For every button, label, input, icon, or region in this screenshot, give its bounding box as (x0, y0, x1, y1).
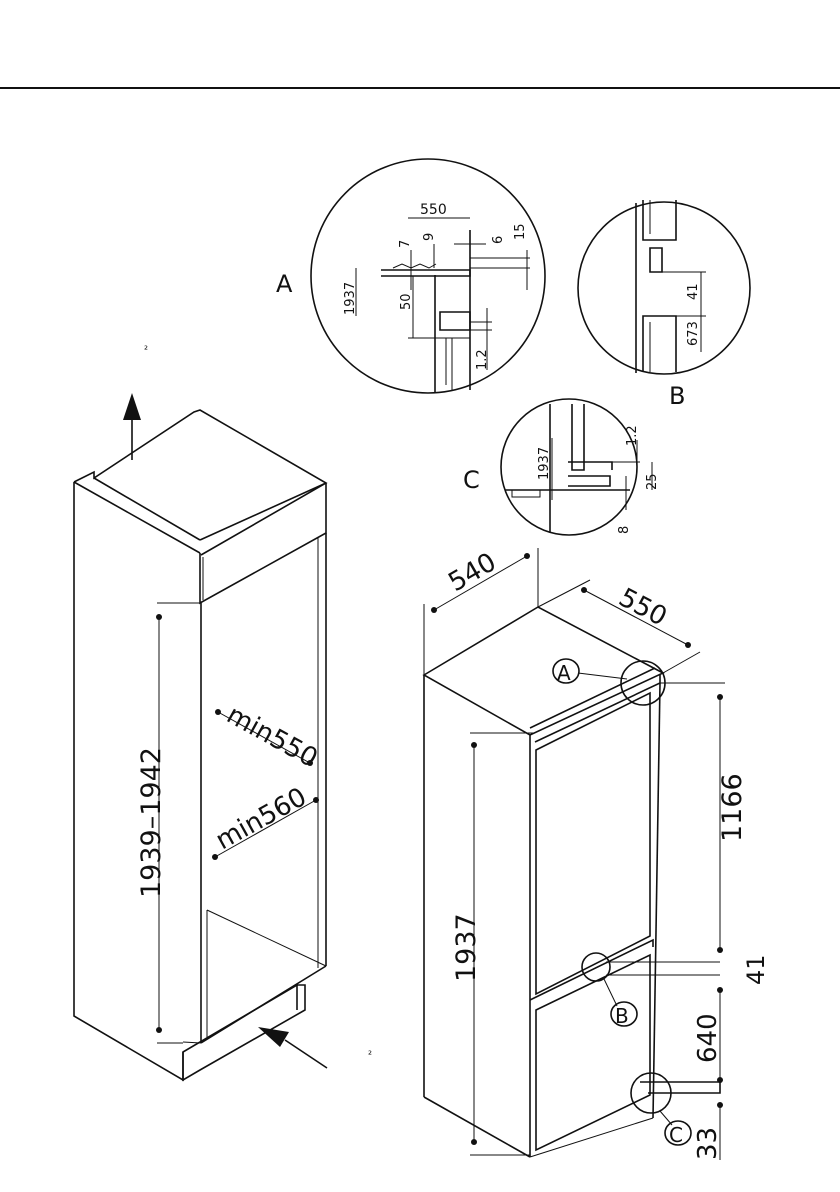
lower-door-label: 640 (693, 1013, 723, 1063)
callout-b: B (582, 953, 637, 1028)
detail-a-15: 15 (513, 223, 528, 240)
detail-a-6: 6 (491, 236, 506, 244)
callout-c: C (631, 1073, 691, 1147)
detail-a-50: 50 (399, 293, 414, 310)
width-label: 540 (444, 547, 502, 598)
callout-b-letter: B (615, 1004, 629, 1028)
detail-a-9: 9 (422, 233, 437, 241)
detail-a-7: 7 (398, 240, 413, 248)
width-dimension: 540 (424, 547, 538, 675)
height-label: 1937 (451, 913, 482, 982)
gap-b-label: 41 (742, 954, 770, 985)
door-dimensions: 1166 41 640 33 (606, 683, 770, 1160)
detail-b-letter: B (669, 382, 685, 410)
detail-c-8: 8 (617, 526, 632, 534)
height-dimension: 1937 (451, 733, 534, 1155)
detail-b-41: 41 (686, 283, 701, 300)
min-width-label: min560 (211, 782, 312, 856)
detail-a: A 550 9 6 15 7 1937 50 (276, 159, 545, 393)
detail-b: B 41 673 (578, 200, 750, 410)
min-depth-dimension: min550 (215, 700, 322, 774)
callout-a-letter: A (557, 661, 571, 685)
detail-c-letter: C (463, 466, 480, 494)
cabinet-height-label: 1939–1942 (136, 747, 167, 898)
min-width-dimension: min560 (211, 782, 319, 860)
upper-door-label: 1166 (717, 773, 748, 842)
airflow-arrow-out-icon (123, 393, 141, 460)
depth-label: 550 (614, 583, 672, 633)
airflow-arrow-in-icon (258, 1027, 327, 1068)
detail-c-25: 25 (645, 473, 660, 490)
appliance-body (424, 607, 663, 1157)
cabinet-height-dimension: 1939–1942 (136, 614, 167, 1033)
bottom-c-label: 33 (693, 1127, 723, 1160)
footnote-mark-1: ² (144, 345, 148, 356)
detail-a-letter: A (276, 270, 293, 298)
detail-a-550: 550 (420, 202, 447, 218)
detail-a-1937: 1937 (343, 282, 358, 315)
callout-c-letter: C (669, 1123, 683, 1147)
detail-a-12: 1.2 (475, 349, 490, 370)
footnote-mark-2: ² (368, 1050, 372, 1061)
detail-b-673: 673 (686, 321, 701, 346)
min-depth-label: min550 (222, 700, 323, 774)
detail-c-12: 1.2 (625, 425, 640, 446)
detail-c-1937: 1937 (537, 447, 552, 480)
detail-c: C 1937 1.2 25 8 (463, 399, 660, 535)
